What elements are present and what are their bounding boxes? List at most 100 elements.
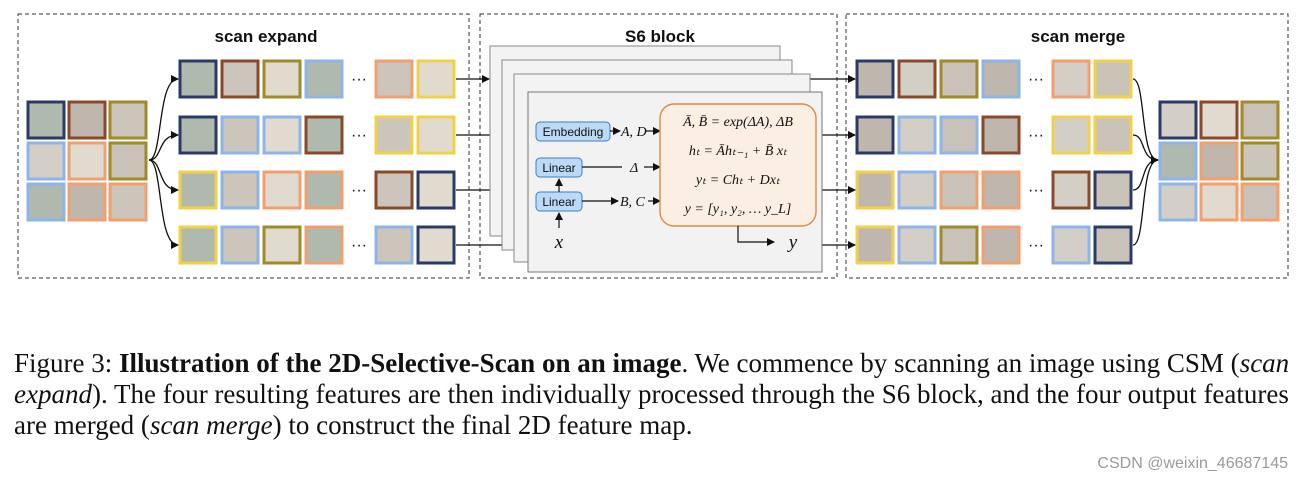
- expand-row-4-tile: [262, 225, 302, 265]
- scan-merge-panel: [845, 13, 1289, 279]
- embedding-label: Embedding: [543, 125, 604, 139]
- expand-row-2-tile: [262, 115, 302, 155]
- input-x: x: [554, 232, 564, 253]
- expand-row-3-tile: [178, 170, 218, 210]
- output-grid-tile: [1240, 182, 1280, 222]
- merge-row-1-tile: [1051, 59, 1091, 99]
- output-grid-tile: [1199, 100, 1239, 140]
- expand-row-2-tile: [178, 115, 218, 155]
- expand-row-4-tile: [220, 225, 260, 265]
- linear-top-label: Linear: [542, 161, 575, 175]
- merge-row-1-tile: [939, 59, 979, 99]
- expand-row-4-ellipsis: ···: [351, 237, 367, 254]
- expand-row-2-tile: [416, 115, 456, 155]
- expand-row-3-tile: [416, 170, 456, 210]
- input-grid-tile: [67, 141, 107, 181]
- expand-row-1-tile: [374, 59, 414, 99]
- expand-fan-arrow-1: [148, 75, 179, 161]
- expand-row-3-tile: [304, 170, 344, 210]
- expand-fan-arrow-3: [148, 159, 179, 194]
- expand-row-1-tile: [304, 59, 344, 99]
- expand-row-1-tile: [178, 59, 218, 99]
- output-y: y: [787, 232, 798, 253]
- merge-fan-arrow-4: [1132, 156, 1159, 246]
- merge-row-3-tile: [939, 170, 979, 210]
- delta-output: Δ: [629, 161, 638, 176]
- merge-row-3-ellipsis: ···: [1028, 182, 1044, 199]
- merge-row-2-tile: [939, 115, 979, 155]
- expand-row-4-tile: [178, 225, 218, 265]
- merge-row-2-tile: [897, 115, 937, 155]
- merge-row-4-tile: [897, 225, 937, 265]
- input-grid-tile: [26, 182, 66, 222]
- caption-title: Illustration of the 2D-Selective-Scan on…: [119, 348, 682, 378]
- merge-row-4-ellipsis: ···: [1028, 237, 1044, 254]
- output-grid-tile: [1158, 141, 1198, 181]
- merge-row-4-tile: [855, 225, 895, 265]
- merge-row-3-tile: [1051, 170, 1091, 210]
- expand-fan-arrow-2: [148, 131, 179, 161]
- merge-row-2-tile: [1093, 115, 1133, 155]
- scan-expand-panel: [17, 13, 470, 279]
- merge-row-4-tile: [1093, 225, 1133, 265]
- output-grid-tile: [1158, 100, 1198, 140]
- merge-fan-arrow-1: [1132, 78, 1159, 161]
- expand-row-1-tile: [416, 59, 456, 99]
- scan-expand-title: scan expand: [215, 27, 318, 46]
- merge-row-3-tile: [1093, 170, 1133, 210]
- input-grid-tile: [67, 182, 107, 222]
- embedding-output: A, D: [620, 125, 647, 140]
- expand-row-1-tile: [262, 59, 302, 99]
- expand-row-1-ellipsis: ···: [351, 71, 367, 88]
- output-grid-tile: [1158, 182, 1198, 222]
- input-grid-tile: [108, 141, 148, 181]
- input-grid-tile: [108, 100, 148, 140]
- expand-row-4-tile: [304, 225, 344, 265]
- output-grid-tile: [1240, 100, 1280, 140]
- equation-3: yₜ = Chₜ + Dxₜ: [694, 173, 781, 188]
- linear-bottom-label: Linear: [542, 195, 575, 209]
- expand-row-3-tile: [374, 170, 414, 210]
- input-grid-tile: [108, 182, 148, 222]
- merge-row-1-tile: [981, 59, 1021, 99]
- expand-row-3-ellipsis: ···: [351, 182, 367, 199]
- merge-row-1-tile: [897, 59, 937, 99]
- expand-row-3-tile: [220, 170, 260, 210]
- watermark: CSDN @weixin_46687145: [1097, 455, 1288, 472]
- input-grid-tile: [26, 141, 66, 181]
- bc-output: B, C: [620, 195, 646, 210]
- output-grid-tile: [1240, 141, 1280, 181]
- merge-row-3-tile: [855, 170, 895, 210]
- merge-row-2-tile: [981, 115, 1021, 155]
- expand-row-4-tile: [374, 225, 414, 265]
- expand-row-2-tile: [304, 115, 344, 155]
- merge-row-2-ellipsis: ···: [1028, 127, 1044, 144]
- s6-block-panel: [479, 13, 838, 279]
- merge-row-4-tile: [981, 225, 1021, 265]
- expand-row-3-tile: [262, 170, 302, 210]
- merge-row-2-tile: [855, 115, 895, 155]
- input-grid-tile: [26, 100, 66, 140]
- equation-4: y = [y₁, y₂, … y_L]: [683, 202, 792, 217]
- merge-row-3-tile: [981, 170, 1021, 210]
- input-grid-tile: [67, 100, 107, 140]
- figure-caption: Figure 3: Illustration of the 2D-Selecti…: [14, 348, 1290, 440]
- expand-row-1-tile: [220, 59, 260, 99]
- equation-2: hₜ = Āhₜ₋₁ + B̄ xₜ: [689, 143, 788, 159]
- ss2d-diagram: scan expand S6 block scan merge ········…: [17, 13, 1289, 279]
- expand-row-2-tile: [374, 115, 414, 155]
- merge-row-1-tile: [1093, 59, 1133, 99]
- expand-row-4-tile: [416, 225, 456, 265]
- output-grid-tile: [1199, 141, 1239, 181]
- expand-row-2-ellipsis: ···: [351, 127, 367, 144]
- patch-groups: ··· ··· ··· ··· ··· ··· ··· ···: [26, 59, 1280, 265]
- expand-row-2-tile: [220, 115, 260, 155]
- scan-merge-title: scan merge: [1031, 27, 1126, 46]
- merge-row-2-tile: [1051, 115, 1091, 155]
- expand-fan-arrow-4: [148, 159, 179, 249]
- merge-row-4-tile: [1051, 225, 1091, 265]
- merge-fan-arrow-2: [1132, 134, 1159, 161]
- merge-row-1-ellipsis: ···: [1028, 71, 1044, 88]
- s6-block-title: S6 block: [625, 27, 695, 46]
- merge-row-1-tile: [855, 59, 895, 99]
